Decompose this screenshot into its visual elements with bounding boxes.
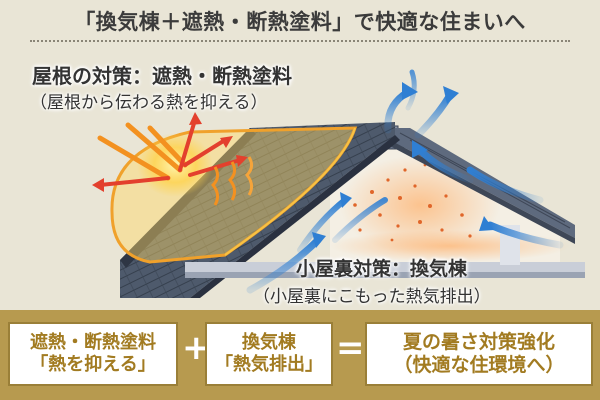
attic-measure-subtitle: （小屋裏にこもった熱気排出） — [253, 287, 491, 307]
airflow-arrows — [246, 69, 564, 294]
roof-measure-subtitle: （屋根から伝わる熱を抑える） — [30, 93, 268, 113]
equals-operator: = — [336, 328, 365, 368]
sunlight-heat-rays — [92, 112, 254, 206]
attic-heat-particles — [353, 148, 472, 242]
result-line2: （快適な住環境へ） — [393, 354, 565, 376]
coating-term-line2: 「熱を抑える」 — [30, 354, 156, 375]
page-title: 「換気棟＋遮熱・断熱塗料」で快適な住まいへ — [74, 10, 526, 34]
ridge-vent-term-line2: 「熱気排出」 — [215, 354, 323, 375]
equation-term-ridge-vent: 換気棟 「熱気排出」 — [205, 322, 333, 386]
title-divider — [30, 40, 570, 42]
ridge-vent-term-line1: 換気棟 — [242, 332, 296, 354]
coating-term-line1: 遮熱・断熱塗料 — [30, 332, 156, 354]
house-cross-section-illustration — [92, 69, 585, 298]
left-roof-slope — [120, 122, 400, 298]
equation-result: 夏の暑さ対策強化 （快適な住環境へ） — [365, 322, 593, 386]
result-line1: 夏の暑さ対策強化 — [402, 331, 555, 354]
equation-term-coating: 遮熱・断熱塗料 「熱を抑える」 — [8, 322, 178, 386]
attic-measure-title: 小屋裏対策：換気棟 — [296, 258, 468, 280]
roof-measure-title: 屋根の対策：遮熱・断熱塗料 — [32, 64, 292, 88]
